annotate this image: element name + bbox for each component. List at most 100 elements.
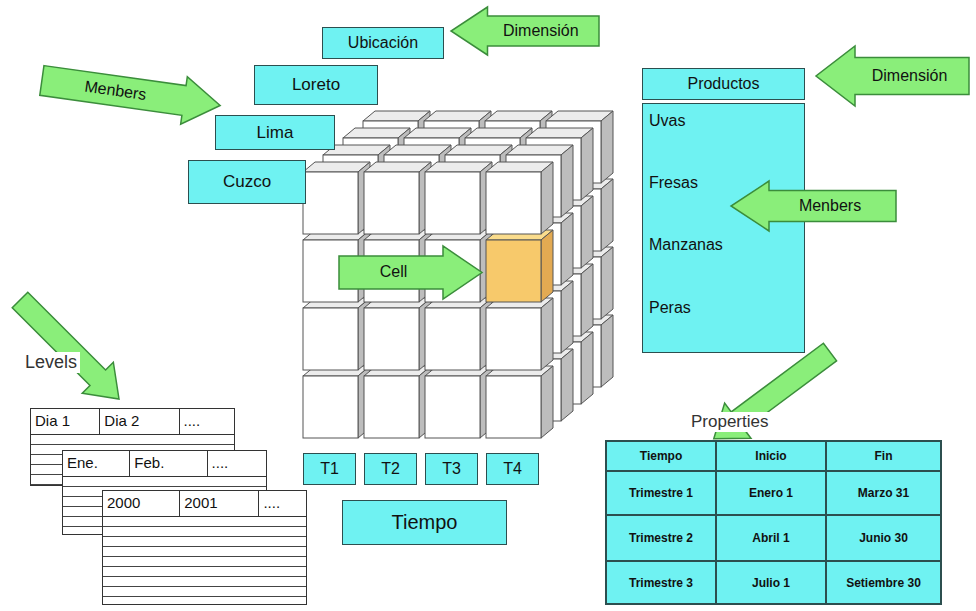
node-label: Productos <box>687 75 759 93</box>
properties-table: TiempoInicioFinTrimestre 1Enero 1Marzo 3… <box>605 440 942 605</box>
callout-arrow: Menbers <box>730 180 897 232</box>
cube-front-face <box>303 172 358 234</box>
cube-side-face <box>581 332 593 404</box>
cube-front-face <box>364 308 419 370</box>
cube-side-face <box>581 264 593 336</box>
cube-front-face <box>486 172 541 234</box>
node-label: Ubicación <box>348 34 418 52</box>
member-text: Manzanas <box>649 236 723 254</box>
property-cell: Fin <box>826 441 941 471</box>
dimension-box: T2 <box>364 453 417 485</box>
arrow-outline <box>451 7 599 55</box>
cube-side-face <box>561 281 573 353</box>
level-cell: 2000 <box>103 491 180 516</box>
node-label: T3 <box>442 460 461 478</box>
level-cell: .... <box>208 451 266 476</box>
cube-side-face <box>601 247 613 319</box>
dimension-box: T3 <box>425 453 478 485</box>
dimension-box: Ubicación <box>322 27 444 59</box>
property-cell: Enero 1 <box>716 471 826 515</box>
dimension-box: Cuzco <box>188 160 306 204</box>
cube-front-face <box>486 240 541 302</box>
dimension-box: Tiempo <box>342 500 507 545</box>
cube-front-face <box>425 308 480 370</box>
dimension-box: Lima <box>215 115 335 150</box>
cube-side-face <box>541 162 553 234</box>
cube-side-face <box>601 315 613 387</box>
property-cell: Inicio <box>716 441 826 471</box>
property-cell: Julio 1 <box>716 561 826 604</box>
node-label: Dimensión <box>872 67 948 85</box>
level-cell: Ene. <box>63 451 130 476</box>
cube-side-face <box>601 179 613 251</box>
callout-arrow: Dimensión <box>815 45 970 107</box>
node-label: Menbers <box>799 197 861 215</box>
level-cell: .... <box>259 491 306 516</box>
dimension-box: Loreto <box>254 65 378 105</box>
arrow-outline <box>339 246 482 299</box>
node-label: Cuzco <box>223 172 271 192</box>
cube-side-face <box>561 145 573 217</box>
cube-side-face <box>541 230 553 302</box>
cube-front-face <box>425 172 480 234</box>
property-cell: Trimestre 1 <box>606 471 716 515</box>
member-text: Peras <box>649 299 691 317</box>
cube-side-face <box>541 366 553 438</box>
caption-text: Properties <box>688 412 771 432</box>
node-label: T2 <box>381 460 400 478</box>
cube-side-face <box>561 213 573 285</box>
property-cell: Abril 1 <box>716 515 826 561</box>
cube-front-face <box>303 308 358 370</box>
member-text: Fresas <box>649 174 698 192</box>
callout-arrow: Menbers <box>37 56 224 131</box>
level-table: 20002001.... <box>102 490 307 605</box>
level-cell: Dia 2 <box>100 409 179 434</box>
property-cell: Trimestre 2 <box>606 515 716 561</box>
cube-front-face <box>364 376 419 438</box>
node-label: Lima <box>257 123 294 143</box>
node-label: Cell <box>380 263 408 281</box>
node-label: T1 <box>320 460 339 478</box>
level-cell: .... <box>180 409 234 434</box>
property-cell: Tiempo <box>606 441 716 471</box>
level-cell: Dia 1 <box>31 409 100 434</box>
cube-front-face <box>303 376 358 438</box>
callout-arrow: Dimensión <box>450 6 600 56</box>
dimension-box: T1 <box>303 453 356 485</box>
level-header-row: Dia 1Dia 2.... <box>31 409 234 435</box>
node-label: Loreto <box>292 75 340 95</box>
arrow-outline <box>39 57 224 130</box>
level-cell: Feb. <box>130 451 207 476</box>
arrow-outline <box>731 181 896 231</box>
level-cell: 2001 <box>180 491 259 516</box>
levels-arrow <box>4 284 134 414</box>
cube-front-face <box>486 376 541 438</box>
level-header-row: Ene.Feb..... <box>63 451 266 477</box>
level-rows <box>103 517 306 604</box>
cube-front-face <box>425 376 480 438</box>
property-cell: Setiembre 30 <box>826 561 941 604</box>
cube-side-face <box>581 196 593 268</box>
member-text: Uvas <box>649 112 685 130</box>
cube-front-face <box>364 172 419 234</box>
caption-text: Levels <box>22 352 80 373</box>
cube-front-face <box>486 308 541 370</box>
arrow-shape <box>338 245 483 300</box>
cube-side-face <box>581 128 593 200</box>
cube-side-face <box>561 349 573 421</box>
node-label: Dimensión <box>503 22 579 40</box>
members-box: UvasFresasManzanasPeras <box>642 103 805 353</box>
cube-side-face <box>601 111 613 183</box>
property-cell: Marzo 31 <box>826 471 941 515</box>
property-cell: Trimestre 3 <box>606 561 716 604</box>
callout-arrow: Cell <box>338 245 483 300</box>
property-cell: Junio 30 <box>826 515 941 561</box>
node-label: T4 <box>503 460 522 478</box>
cube-side-face <box>541 298 553 370</box>
dimension-box: T4 <box>486 453 539 485</box>
dimension-box: Productos <box>642 68 805 100</box>
level-header-row: 20002001.... <box>103 491 306 517</box>
arrow-outline <box>816 46 969 106</box>
node-label: Tiempo <box>392 511 458 534</box>
